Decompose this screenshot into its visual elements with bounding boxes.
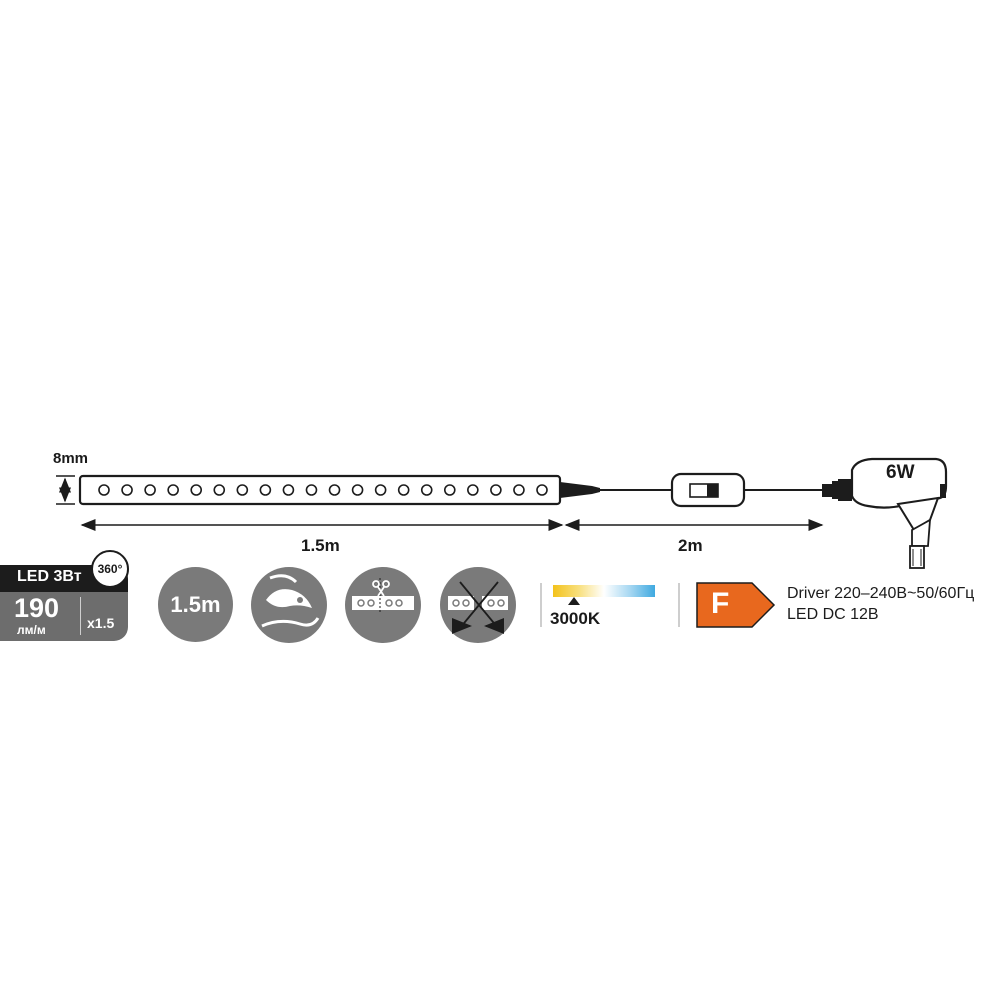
color-temperature-label: 3000K [550, 609, 601, 628]
led-dot [397, 484, 410, 496]
height-dimension [56, 475, 75, 505]
driver-line-2: LED DC 12В [787, 606, 879, 623]
led-dot [236, 484, 249, 496]
led-power-label: LED 3Вт [17, 568, 82, 585]
led-dot [167, 484, 179, 496]
led-dot [374, 484, 387, 496]
beam-angle-icon: 360° [91, 550, 129, 588]
height-label: 8mm [53, 450, 89, 467]
cable-length-label: 2m [678, 536, 703, 555]
strip-length-label: 1.5m [301, 536, 340, 555]
length-multiplier: x1.5 [87, 615, 115, 631]
cable [600, 472, 822, 508]
energy-class-label: F [711, 587, 730, 620]
led-dot [144, 484, 156, 496]
led-dot [351, 484, 364, 496]
led-dot [536, 484, 548, 496]
length-badge-label: 1.5m [170, 591, 221, 617]
not-connectable-icon [440, 567, 516, 643]
power-adapter [822, 457, 948, 569]
led-dot [259, 484, 272, 496]
led-dot [98, 484, 110, 496]
led-dot [443, 484, 456, 496]
color-temperature [540, 583, 655, 627]
led-dot [305, 484, 318, 496]
led-dot [467, 484, 479, 496]
temperature-pointer-icon [568, 597, 580, 605]
led-dot [121, 484, 133, 496]
color-temperature-gradient [553, 585, 655, 597]
led-dot [490, 484, 502, 496]
driver-spec: Driver 220–240В~50/60Гц LED DC 12В [787, 583, 974, 625]
led-dot [513, 484, 525, 496]
led-strip [78, 474, 600, 506]
lumens-unit: лм/м [17, 623, 46, 637]
led-dot [213, 484, 226, 496]
cuttable-strip-icon [345, 567, 421, 643]
length-badge: 1.5m [158, 567, 233, 642]
energy-class [678, 582, 776, 628]
lumens-value: 190 [14, 593, 60, 623]
led-dot [328, 484, 341, 496]
driver-line-1: Driver 220–240В~50/60Гц [787, 585, 975, 602]
led-dot [420, 484, 433, 496]
led-dot [190, 484, 203, 496]
led-dots [98, 484, 548, 496]
led-dot [282, 484, 295, 496]
adapter-power-label: 6W [886, 462, 915, 483]
flexible-mount-icon [251, 567, 327, 643]
